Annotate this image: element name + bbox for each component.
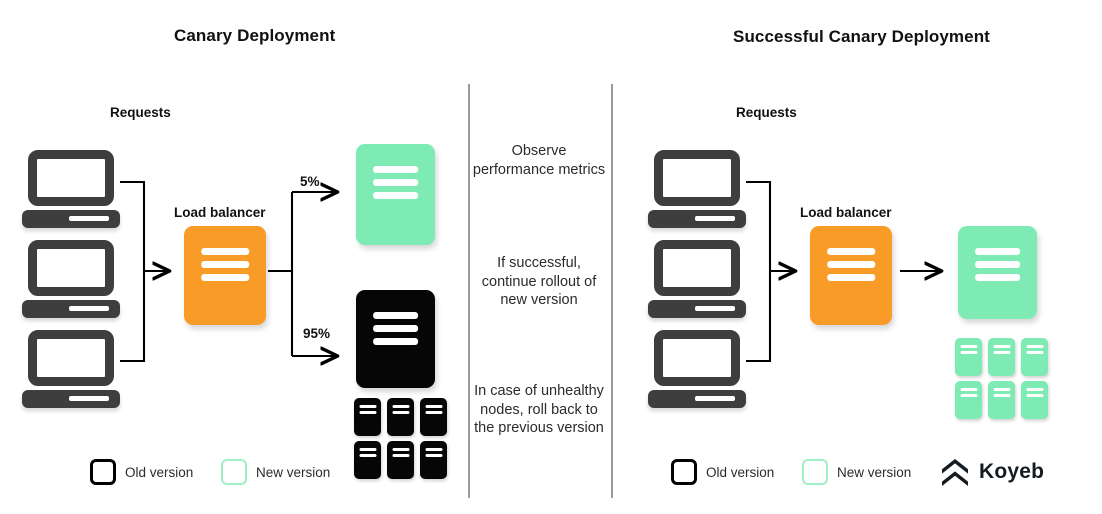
canary-percent-label: 5% (300, 174, 320, 189)
client-monitor-1 (22, 150, 120, 228)
legend-label-old: Old version (706, 464, 775, 480)
mini-server (955, 338, 982, 376)
koyeb-brand: Koyeb (940, 457, 1044, 487)
client-monitor-5 (648, 240, 746, 318)
server-lines-icon (372, 166, 419, 205)
right-new-version-node (958, 226, 1037, 319)
note-rollback: In case of unhealthy nodes, roll back to… (474, 383, 604, 436)
mini-server (988, 338, 1015, 376)
mini-server (354, 441, 381, 479)
monitor-base (648, 300, 746, 318)
left-legend-new-version: New version (221, 459, 330, 485)
left-requests-label: Requests (110, 105, 171, 120)
legend-swatch-old-icon (90, 459, 116, 485)
legend-swatch-new-icon (221, 459, 247, 485)
left-clients-bracket (120, 180, 168, 363)
left-canary-node (356, 144, 435, 245)
server-lines-icon (372, 312, 419, 351)
server-lines-icon (201, 248, 249, 287)
mini-server (1021, 381, 1048, 419)
monitor-base (22, 390, 120, 408)
note-observe: Observe performance metrics (472, 143, 606, 178)
right-panel-title: Successful Canary Deployment (733, 27, 990, 46)
monitor-screen (654, 330, 740, 386)
monitor-base (648, 210, 746, 228)
mini-server (420, 398, 447, 436)
client-monitor-4 (648, 150, 746, 228)
legend-label-new: New version (256, 464, 331, 480)
monitor-screen (654, 240, 740, 296)
legend-label-old: Old version (125, 464, 194, 480)
right-requests-label: Requests (736, 105, 797, 120)
monitor-base (22, 300, 120, 318)
right-legend-old-version: Old version (671, 459, 774, 485)
mini-server (988, 381, 1015, 419)
koyeb-brand-name: Koyeb (979, 460, 1045, 483)
server-lines-icon (974, 248, 1021, 287)
mini-server (387, 441, 414, 479)
legend-swatch-old-icon (671, 459, 697, 485)
left-load-balancer-label: Load balancer (174, 205, 266, 220)
monitor-screen (28, 330, 114, 386)
right-legend-new-version: New version (802, 459, 911, 485)
monitor-base (648, 390, 746, 408)
legend-label-new: New version (837, 464, 912, 480)
right-new-version-fleet-grid (955, 338, 1048, 419)
monitor-screen (28, 150, 114, 206)
koyeb-logo-icon (942, 459, 968, 486)
mini-server (354, 398, 381, 436)
left-stable-fleet-grid (354, 398, 447, 479)
monitor-base (22, 210, 120, 228)
note-continue-rollout: If successful, continue rollout of new v… (481, 255, 597, 308)
mini-server (1021, 338, 1048, 376)
right-load-balancer-node (810, 226, 892, 325)
left-panel-title: Canary Deployment (174, 26, 336, 45)
mini-server (955, 381, 982, 419)
left-stable-node (356, 290, 435, 388)
right-load-balancer-label: Load balancer (800, 205, 892, 220)
client-monitor-3 (22, 330, 120, 408)
divider-left (468, 84, 470, 498)
monitor-screen (654, 150, 740, 206)
client-monitor-6 (648, 330, 746, 408)
client-monitor-2 (22, 240, 120, 318)
left-legend-old-version: Old version (90, 459, 193, 485)
stable-percent-label: 95% (303, 326, 331, 341)
mini-server (387, 398, 414, 436)
monitor-screen (28, 240, 114, 296)
divider-right (611, 84, 613, 498)
left-load-balancer-node (184, 226, 266, 325)
legend-swatch-new-icon (802, 459, 828, 485)
mini-server (420, 441, 447, 479)
server-lines-icon (827, 248, 875, 287)
right-clients-bracket (746, 180, 794, 363)
